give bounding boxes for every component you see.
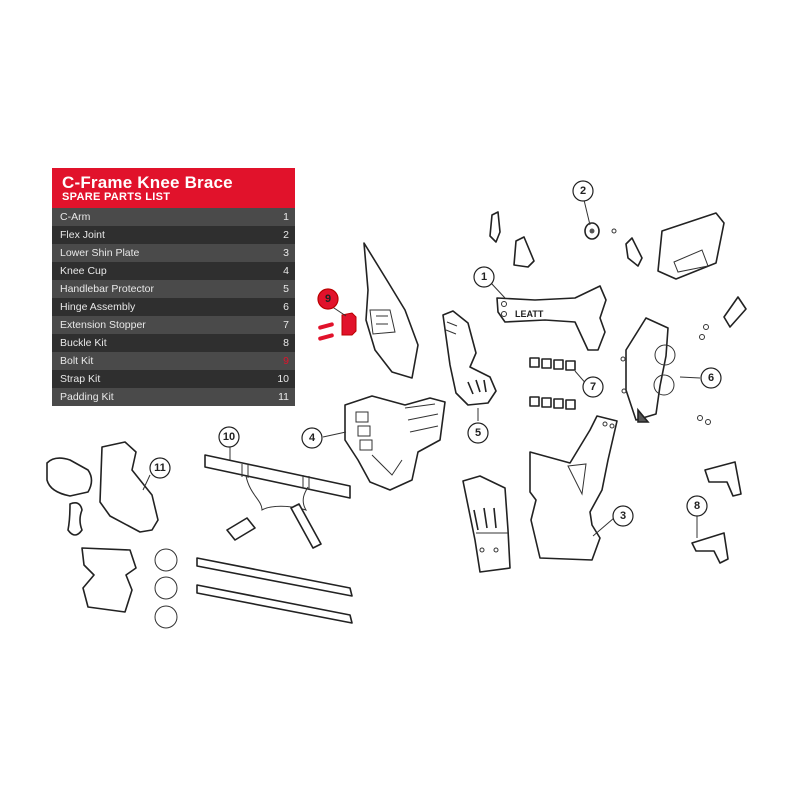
svg-text:9: 9 [325,293,331,305]
part-name: Handlebar Protector [60,283,154,295]
flex-joint-part [584,222,600,240]
part-number: 3 [283,247,289,259]
svg-text:11: 11 [154,462,166,474]
svg-text:LEATT: LEATT [515,309,544,319]
callout-7: 7 [582,376,604,398]
part-name: Extension Stopper [60,319,146,331]
part-name: Buckle Kit [60,337,107,349]
part-number: 2 [283,229,289,241]
callout-1: 1 [473,266,495,288]
callout-10: 10 [218,426,240,448]
svg-text:1: 1 [481,271,487,283]
parts-row-padding-kit: Padding Kit 11 [52,388,295,406]
lower-shin-plate-part [529,415,618,561]
callout-3: 3 [612,505,634,527]
parts-row-knee-cup: Knee Cup 4 [52,262,295,280]
svg-text:3: 3 [620,510,626,522]
parts-list-header: C-Frame Knee Brace SPARE PARTS LIST [52,168,295,208]
buckle-kit-part [691,461,742,564]
spare-parts-list: C-Frame Knee Brace SPARE PARTS LIST C-Ar… [52,168,295,406]
strap-kit-part [196,454,353,624]
parts-row-lower-shin-plate: Lower Shin Plate 3 [52,244,295,262]
part-number-highlighted: 9 [283,355,289,367]
callout-11: 11 [149,457,171,479]
callout-9: 9 [317,288,339,310]
padding-kit-part [46,441,178,629]
parts-list-title: C-Frame Knee Brace [62,173,233,192]
svg-text:6: 6 [708,372,714,384]
part-number: 6 [283,301,289,313]
svg-text:7: 7 [590,381,596,393]
handlebar-protector-arm [363,242,419,379]
parts-row-handlebar-protector: Handlebar Protector 5 [52,280,295,298]
svg-text:10: 10 [223,431,235,443]
callout-6: 6 [700,367,722,389]
callout-2: 2 [572,180,594,202]
parts-row-bolt-kit: Bolt Kit 9 [52,352,295,370]
part-name: Flex Joint [60,229,105,241]
part-name: Knee Cup [60,265,107,277]
parts-row-buckle-kit: Buckle Kit 8 [52,334,295,352]
svg-text:4: 4 [309,432,316,444]
part-number: 4 [283,265,289,277]
screws [620,324,711,425]
parts-row-c-arm: C-Arm 1 [52,208,295,226]
part-number: 8 [283,337,289,349]
parts-row-strap-kit: Strap Kit 10 [52,370,295,388]
svg-text:5: 5 [475,427,481,439]
svg-text:8: 8 [694,500,700,512]
svg-text:2: 2 [580,185,586,197]
callout-8: 8 [686,495,708,517]
c-arm-part: LEATT [496,285,607,351]
callout-5: 5 [467,422,489,444]
small-parts-top [489,211,747,328]
part-name: Hinge Assembly [60,301,136,313]
part-number: 11 [278,391,289,403]
knee-cup-part [344,395,446,491]
callout-4: 4 [301,427,323,449]
part-number: 5 [283,283,289,295]
parts-row-extension-stopper: Extension Stopper 7 [52,316,295,334]
part-name: C-Arm [60,211,91,223]
extension-stopper-part [529,357,576,410]
part-number: 10 [277,373,289,385]
handlebar-protector-part [442,310,497,406]
parts-row-flex-joint: Flex Joint 2 [52,226,295,244]
part-name: Strap Kit [60,373,101,385]
part-name: Padding Kit [60,391,114,403]
part-name: Bolt Kit [60,355,94,367]
part-number: 7 [283,319,289,331]
bolt-kit-part [318,312,357,341]
parts-rows: C-Arm 1 Flex Joint 2 Lower Shin Plate 3 Kne… [52,208,295,406]
parts-list-subtitle: SPARE PARTS LIST [62,191,171,203]
parts-row-hinge-assembly: Hinge Assembly 6 [52,298,295,316]
part-name: Lower Shin Plate [60,247,140,259]
hinge-assembly-part [625,317,676,423]
shin-pad-part [462,475,511,573]
part-number: 1 [283,211,289,223]
